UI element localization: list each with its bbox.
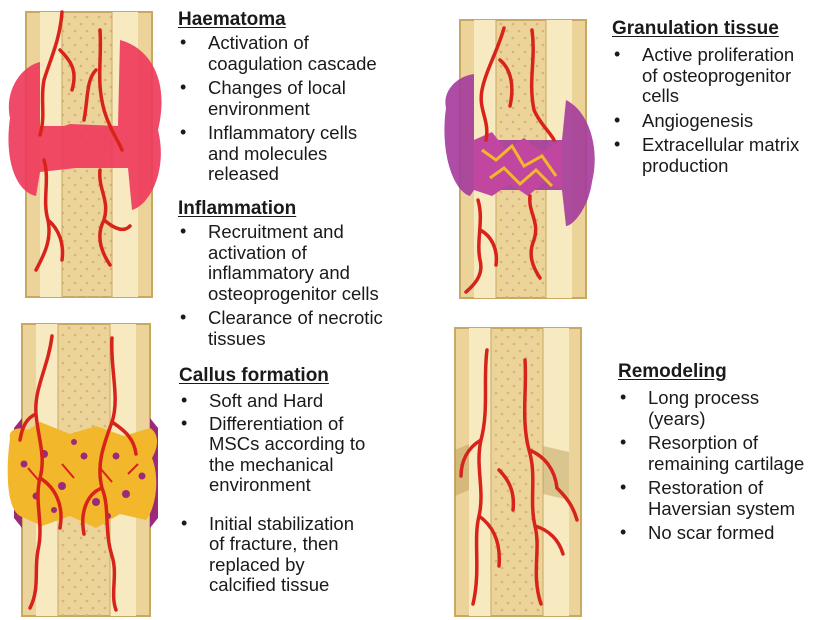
list-item: •No scar formed [620, 522, 775, 543]
list-item: •Long process (years) [620, 387, 760, 429]
remodeling-bone-illustration [454, 327, 582, 617]
stage-callus: Callus formation •Soft and Hard •Differe… [179, 365, 429, 600]
stage-title: Remodeling [618, 361, 727, 382]
list-item: •Resorption of remaining cartilage [620, 432, 805, 474]
list-item: •Initial stabilization of fracture, then… [181, 512, 354, 595]
list-item: •Inflammatory cells and molecules releas… [180, 122, 358, 184]
stage-remodeling: Remodeling •Long process (years) •Resorp… [618, 361, 832, 548]
list-item: •Differentiation of MSCs according to th… [181, 412, 366, 495]
granulation-bone-illustration [444, 19, 595, 299]
callus-tissue [7, 422, 158, 528]
list-item: •Changes of local environment [180, 77, 346, 119]
haematoma-bone-illustration [8, 10, 162, 298]
stage-haematoma: Haematoma •Activation of coagulation cas… [178, 9, 423, 189]
stage-title: Granulation tissue [612, 18, 779, 39]
callus-bone-illustration [7, 323, 158, 617]
list-item: •Soft and Hard [181, 390, 324, 411]
stage-granulation: Granulation tissue •Active proliferation… [612, 18, 832, 180]
list-item: •Active proliferation of osteoprogenitor… [614, 44, 795, 106]
list-item: •Angiogenesis [614, 109, 754, 131]
list-item: •Restoration of Haversian system [620, 477, 796, 519]
stage-title: Callus formation [179, 365, 329, 386]
list-item: •Recruitment and activation of inflammat… [180, 221, 379, 304]
stage-inflammation: Inflammation •Recruitment and activation… [178, 198, 428, 353]
stage-title: Inflammation [178, 198, 297, 219]
stage-title: Haematoma [178, 9, 286, 30]
list-item: •Clearance of necrotic tissues [180, 307, 383, 349]
list-item: •Activation of coagulation cascade [180, 32, 377, 74]
list-item: •Extracellular matrix production [614, 134, 800, 176]
